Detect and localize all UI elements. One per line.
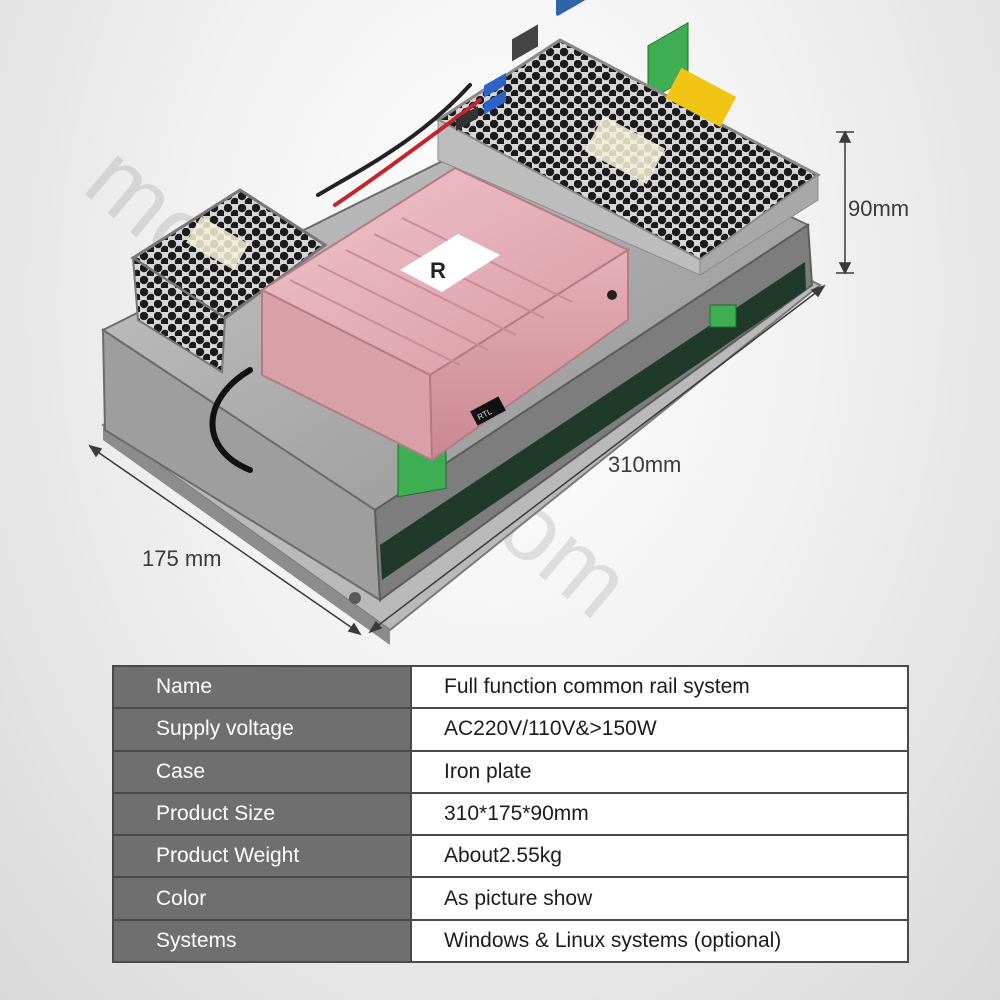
warning-label	[665, 67, 737, 128]
usb-port	[484, 72, 506, 98]
cables	[209, 83, 482, 473]
circuit-board	[380, 262, 806, 580]
spec-row: Product Size 310*175*90mm	[112, 791, 909, 837]
spec-key: Supply voltage	[112, 707, 412, 752]
spec-key: Name	[112, 664, 412, 710]
width-dimension-line	[91, 447, 359, 633]
spec-row: Supply voltage AC220V/110V&>150W	[112, 707, 909, 752]
audio-jack	[607, 290, 617, 300]
brand-badge	[400, 234, 500, 292]
product-label	[584, 115, 666, 185]
spec-row: Color As picture show	[112, 876, 909, 921]
power-supply-small	[130, 188, 328, 374]
length-dimension-line	[371, 287, 823, 631]
length-dimension-label: 310mm	[608, 452, 682, 477]
product-label	[186, 216, 249, 270]
height-dimension-label: 90mm	[848, 196, 910, 221]
spec-row: Product Weight About2.55kg	[112, 834, 909, 879]
spec-key: Product Weight	[112, 834, 412, 879]
spec-key: Color	[112, 876, 412, 921]
width-dimension-label: 175 mm	[142, 546, 222, 571]
vga-port	[556, 0, 598, 16]
product-photo: mooewave.com	[67, 0, 854, 645]
mini-pc: R RTL	[259, 0, 631, 462]
terminal-block	[709, 304, 737, 328]
usb-port	[484, 89, 506, 115]
brand-badge-letter: R	[430, 258, 446, 283]
ethernet-port	[512, 24, 538, 62]
spec-table: Name Full function common rail system Su…	[112, 664, 909, 964]
spec-key: Case	[112, 749, 412, 794]
mount-hole	[349, 592, 361, 604]
spec-value: AC220V/110V&>150W	[410, 707, 909, 752]
usb-port	[456, 106, 478, 131]
spec-value: Iron plate	[410, 749, 909, 794]
spec-row: Case Iron plate	[112, 749, 909, 794]
spec-key: Systems	[112, 918, 412, 964]
spec-value: Full function common rail system	[410, 664, 909, 710]
spec-value: Windows & Linux systems (optional)	[410, 918, 909, 964]
dimension-lines	[88, 130, 854, 636]
usb-dongle	[470, 396, 506, 426]
spec-key: Product Size	[112, 791, 412, 837]
power-supply-large	[435, 38, 821, 276]
spec-value: As picture show	[410, 876, 909, 921]
spec-value: 310*175*90mm	[410, 791, 909, 837]
spec-row: Systems Windows & Linux systems (optiona…	[112, 918, 909, 964]
spec-value: About2.55kg	[410, 834, 909, 879]
spec-row: Name Full function common rail system	[112, 664, 909, 710]
